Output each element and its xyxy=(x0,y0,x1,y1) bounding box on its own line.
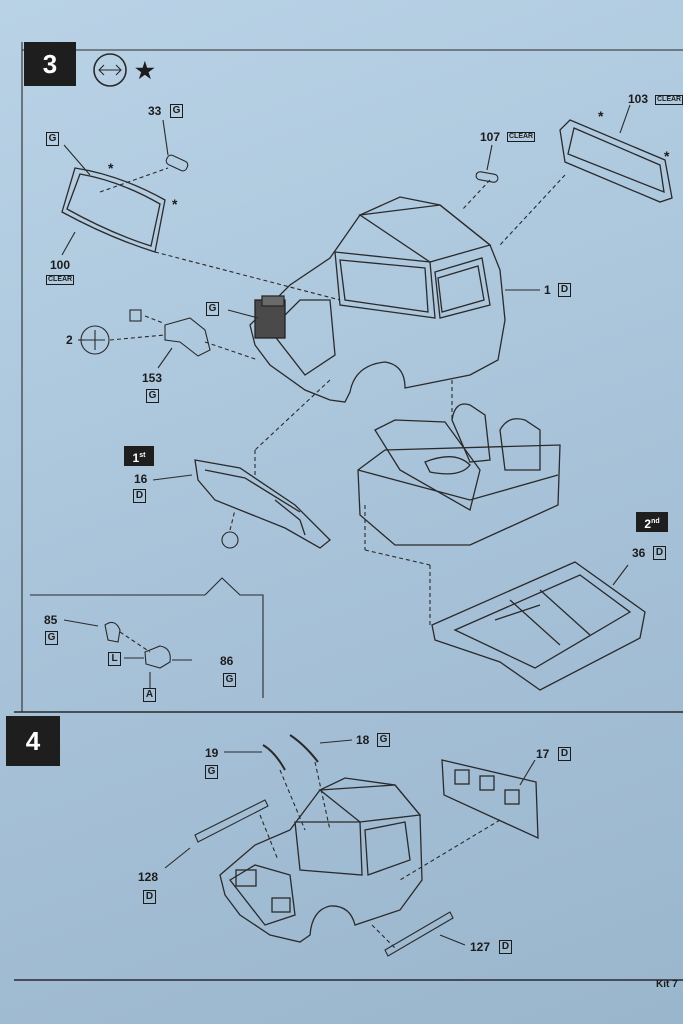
knob-85-part xyxy=(104,621,121,643)
knob-86-part xyxy=(144,645,171,669)
part-128-number: 128 xyxy=(138,870,159,884)
mirror-stalk-part xyxy=(165,154,189,172)
part-17-tree: D xyxy=(558,747,571,761)
part-1-tree: D xyxy=(558,283,571,297)
subassembly-frame xyxy=(30,577,264,698)
order-first-num: 1 xyxy=(132,451,140,465)
rear-window-part xyxy=(559,119,673,203)
part-17-number: 17 xyxy=(536,747,550,761)
order-first-badge: 1st xyxy=(124,446,154,466)
floor-pan-part xyxy=(431,561,646,691)
interior-tub xyxy=(357,403,561,546)
part-16-tree: D xyxy=(133,489,146,503)
part-100-number: 100 xyxy=(50,258,71,272)
part-19-tree: G xyxy=(205,765,218,779)
step-3-badge: 3 xyxy=(24,42,76,86)
part-L-tree: L xyxy=(108,652,121,666)
rail-127-part xyxy=(384,911,454,957)
small-square-part xyxy=(129,309,142,322)
windshield-part xyxy=(61,167,166,253)
part-100-clear-tag: CLEAR xyxy=(46,275,75,285)
apply-symbol: ★ xyxy=(135,58,155,83)
part-36-tree: D xyxy=(653,546,666,560)
part-86-number: 86 xyxy=(220,654,234,668)
part-85-tree: G xyxy=(45,631,58,645)
star-marker-1: * xyxy=(108,160,114,176)
part-18-tree: G xyxy=(377,733,390,747)
arrows-icon xyxy=(98,64,122,76)
rear-panel-part xyxy=(441,759,539,840)
guide-lines xyxy=(99,167,566,653)
part-85-number: 85 xyxy=(44,613,58,627)
order-second-sup: nd xyxy=(651,518,660,525)
part-103-clear-tag: CLEAR xyxy=(655,95,683,105)
step-4-badge: 4 xyxy=(6,716,60,766)
star-marker-2: * xyxy=(172,196,178,212)
part-127-number: 127 xyxy=(470,940,491,954)
part-19-number: 19 xyxy=(205,746,219,760)
part-16-number: 16 xyxy=(134,472,148,486)
wiper-18-part xyxy=(289,734,319,763)
part-127-tree: D xyxy=(499,940,512,954)
star-marker-3: * xyxy=(598,108,604,124)
part-103-number: 103 xyxy=(628,92,649,106)
cab-body xyxy=(249,196,506,403)
part-A-tree: A xyxy=(143,688,156,702)
both-sides-icon xyxy=(93,53,127,87)
part-1-number: 1 xyxy=(544,283,551,297)
leader-lines xyxy=(61,104,631,946)
cab-body-step4 xyxy=(219,777,423,943)
kit-number: Kit 7 xyxy=(656,979,678,990)
part-33-tree: G xyxy=(170,104,183,118)
part-153-number: 153 xyxy=(142,371,163,385)
wiper-19-part xyxy=(262,744,286,771)
part-153-tree: G xyxy=(146,389,159,403)
star-marker-4: * xyxy=(664,148,670,164)
part-33-number: 33 xyxy=(148,104,162,118)
steering-spokes xyxy=(85,330,105,350)
part-18-number: 18 xyxy=(356,733,370,747)
order-second-num: 2 xyxy=(644,517,652,531)
part-107-number: 107 xyxy=(480,130,501,144)
part-G-tree-label: G xyxy=(46,132,59,146)
bracket-part xyxy=(164,317,211,357)
order-second-badge: 2nd xyxy=(636,512,668,532)
part-86-tree: G xyxy=(223,673,236,687)
part-G2-tree-label: G xyxy=(206,302,219,316)
part-2-number: 2 xyxy=(66,333,73,347)
dome-lens-part xyxy=(475,171,499,183)
dashboard-part xyxy=(194,459,331,549)
order-first-sup: st xyxy=(139,452,146,459)
part-107-clear-tag: CLEAR xyxy=(507,132,536,142)
guide-lines-step4 xyxy=(259,761,501,949)
part-36-number: 36 xyxy=(632,546,646,560)
part-128-tree: D xyxy=(143,890,156,904)
vent-part xyxy=(221,531,239,549)
rail-128-part xyxy=(194,799,269,843)
